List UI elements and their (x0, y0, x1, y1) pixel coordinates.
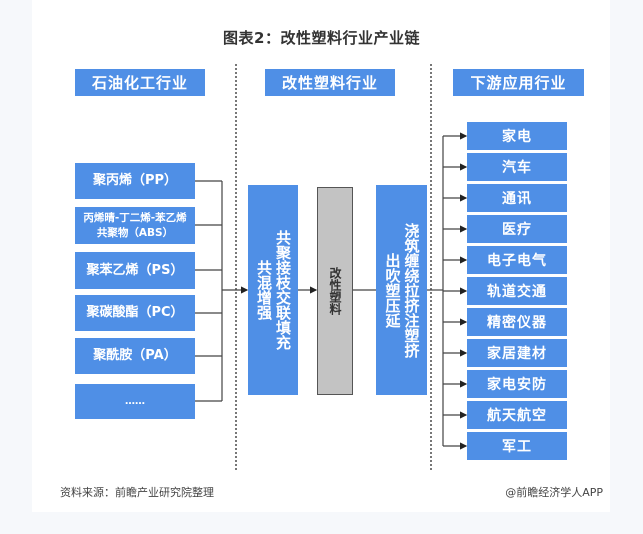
credit-note: @前瞻经济学人APP (505, 486, 603, 499)
downstream-item: 通讯 (467, 184, 567, 212)
upstream-item-abs: 丙烯晴-丁二烯-苯乙烯共聚物（ABS） (75, 207, 195, 244)
downstream-item: 军工 (467, 432, 567, 460)
downstream-item: 医疗 (467, 215, 567, 243)
diagram-title: 图表2：改性塑料行业产业链 (223, 29, 420, 47)
section-header-upstream: 石油化工行业 (75, 69, 205, 96)
modified-plastics-text: 改性塑料 (328, 267, 342, 315)
processing-methods-text: 浇筑缠绕拉挤注塑挤出吹塑压延 (383, 222, 421, 358)
downstream-item: 汽车 (467, 153, 567, 181)
downstream-item: 家居建材 (467, 339, 567, 367)
upstream-item-pc: 聚碳酸酯（PC） (75, 295, 195, 331)
upstream-item-ps: 聚苯乙烯（PS） (75, 252, 195, 289)
downstream-item: 电子电气 (467, 246, 567, 274)
section-header-midstream: 改性塑料行业 (265, 69, 395, 96)
section-divider-right (430, 64, 432, 470)
processing-methods-box: 浇筑缠绕拉挤注塑挤出吹塑压延 (376, 185, 427, 395)
section-divider-left (235, 64, 237, 470)
downstream-item: 轨道交通 (467, 277, 567, 305)
section-header-downstream: 下游应用行业 (453, 69, 584, 96)
upstream-item-pp: 聚丙烯（PP） (75, 163, 195, 199)
modification-methods-text: 共聚接枝交联填充共混增强 (255, 230, 292, 350)
modification-methods-box: 共聚接枝交联填充共混增强 (248, 185, 298, 395)
modified-plastics-box: 改性塑料 (317, 187, 353, 395)
downstream-item: 家电 (467, 122, 567, 150)
upstream-item-more: …… (75, 384, 195, 419)
downstream-item: 航天航空 (467, 401, 567, 429)
downstream-item: 精密仪器 (467, 308, 567, 336)
upstream-item-pa: 聚酰胺（PA） (75, 338, 195, 374)
source-note: 资料来源：前瞻产业研究院整理 (60, 486, 214, 499)
downstream-item: 家电安防 (467, 370, 567, 398)
